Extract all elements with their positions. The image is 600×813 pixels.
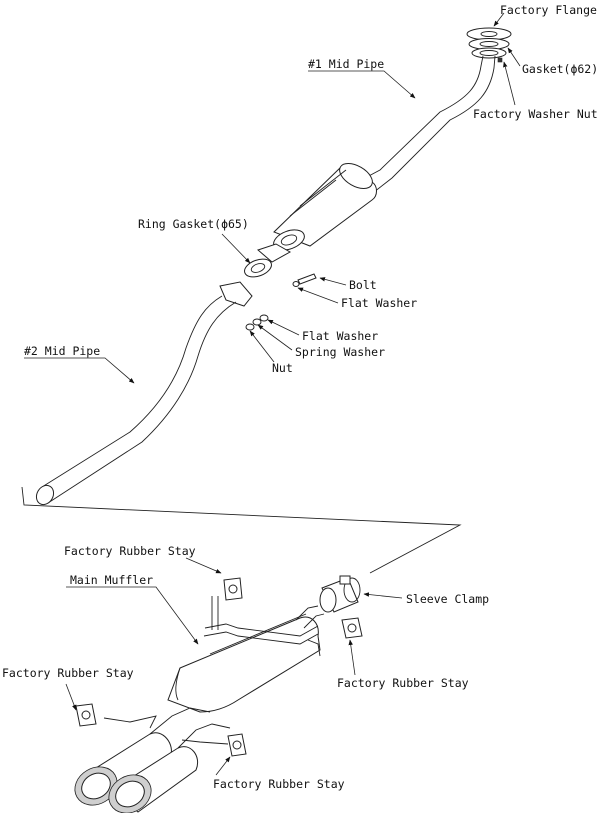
ring-gasket-part [244, 258, 272, 278]
rubber-stay-bottom-part [227, 733, 247, 757]
label-mid-pipe-2: #2 Mid Pipe [24, 344, 100, 358]
label-main-muffler: Main Muffler [70, 573, 153, 587]
rubber-stay-top-part [223, 577, 243, 601]
label-rubber-stay-top: Factory Rubber Stay [64, 544, 196, 558]
label-gasket-62: Gasket(ϕ62) [522, 62, 598, 76]
main-muffler-part [167, 596, 325, 713]
washer-nut-part [245, 314, 269, 331]
section-divider-lines [21, 486, 462, 574]
label-ring-gasket-65: Ring Gasket(ϕ65) [138, 217, 249, 231]
sleeve-clamp-part [319, 575, 361, 613]
tailpipe-part [74, 707, 231, 813]
label-nut: Nut [272, 361, 293, 375]
label-mid-pipe-1: #1 Mid Pipe [308, 57, 384, 71]
label-rubber-stay-left: Factory Rubber Stay [2, 666, 134, 680]
label-rubber-stay-bottom: Factory Rubber Stay [213, 777, 345, 791]
label-factory-flange: Factory Flange [500, 3, 597, 17]
mid-pipe-1-part [257, 55, 496, 263]
factory-flange-part [466, 27, 512, 63]
rubber-stay-left-part [75, 703, 97, 727]
label-sleeve-clamp: Sleeve Clamp [406, 592, 489, 606]
leader-lines [24, 12, 521, 776]
label-spring-washer: Spring Washer [295, 345, 385, 359]
label-rubber-stay-right: Factory Rubber Stay [337, 676, 469, 690]
label-factory-washer-nut: Factory Washer Nut [473, 107, 598, 121]
label-flat-washer-lower: Flat Washer [302, 329, 378, 343]
bolt-part [292, 273, 317, 287]
label-bolt: Bolt [349, 278, 377, 292]
mid-pipe-2-part [35, 281, 253, 506]
label-flat-washer-upper: Flat Washer [341, 296, 417, 310]
rubber-stay-right-part [341, 617, 363, 639]
